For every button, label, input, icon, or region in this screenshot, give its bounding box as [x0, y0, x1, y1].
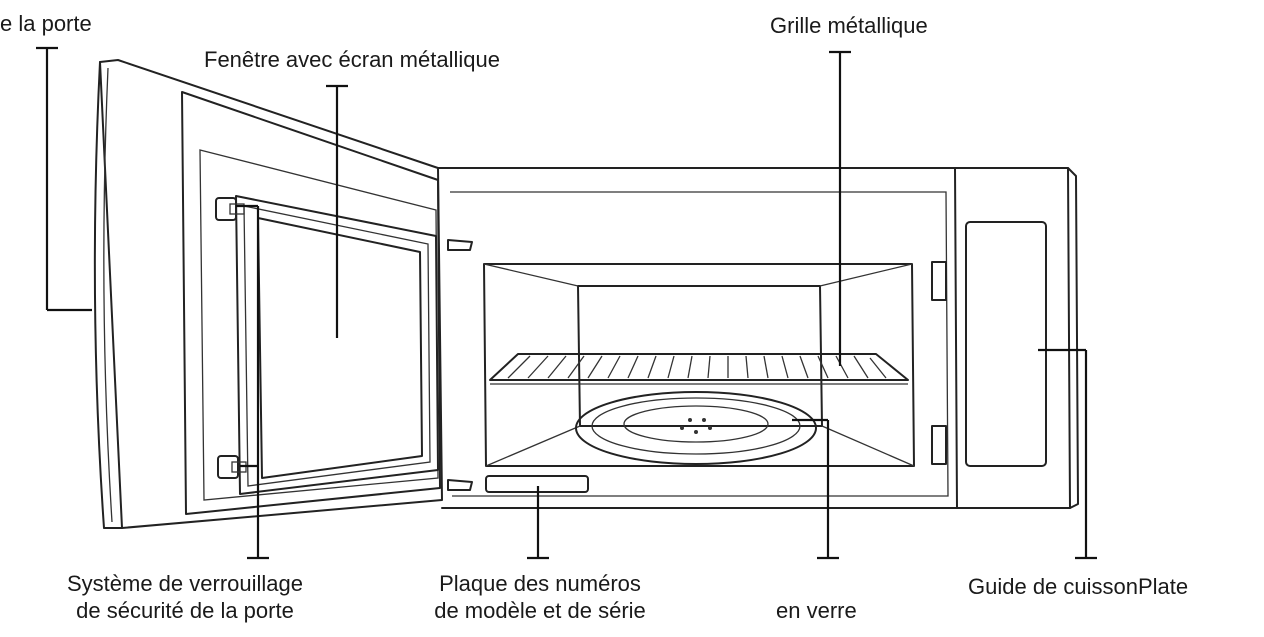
glass-tray: [575, 391, 817, 465]
leader-rack: [829, 50, 851, 366]
window-screen: [257, 217, 423, 479]
label-model-plate-line1: Plaque des numéros: [439, 571, 641, 596]
hinge-top: [447, 239, 473, 251]
label-door-handle: e la porte: [0, 11, 92, 36]
leader-door-lock: [236, 204, 269, 560]
leader-glass-tray: [792, 418, 839, 560]
leader-door-handle: [36, 46, 92, 312]
label-model-plate-line2: de modèle et de série: [434, 598, 646, 623]
vent-bottom: [931, 425, 947, 465]
microwave-cabinet: [437, 167, 1079, 509]
leader-cooking-guide: [1038, 348, 1097, 560]
microwave-door: [93, 59, 473, 529]
label-door-lock-line2: de sécurité de la porte: [76, 598, 294, 623]
label-glass-tray: en verre: [776, 598, 857, 623]
label-window-screen: Fenêtre avec écran métallique: [204, 47, 500, 72]
vent-top: [931, 261, 947, 301]
door-latch-top: [215, 197, 245, 221]
label-door-lock: Système de verrouillage de sécurité de l…: [30, 570, 340, 624]
label-model-plate: Plaque des numéros de modèle et de série: [390, 570, 690, 624]
label-cooking-guide: Guide de cuissonPlate: [968, 574, 1189, 599]
label-metal-rack: Grille métallique: [770, 13, 928, 38]
label-door-lock-line1: Système de verrouillage: [66, 571, 303, 596]
cavity-opening: [483, 263, 915, 467]
leader-window: [326, 84, 348, 338]
cooking-guide-panel: [965, 221, 1047, 467]
leader-model-plate: [527, 486, 549, 560]
hinge-bottom: [447, 479, 473, 491]
metal-rack: [489, 353, 909, 385]
